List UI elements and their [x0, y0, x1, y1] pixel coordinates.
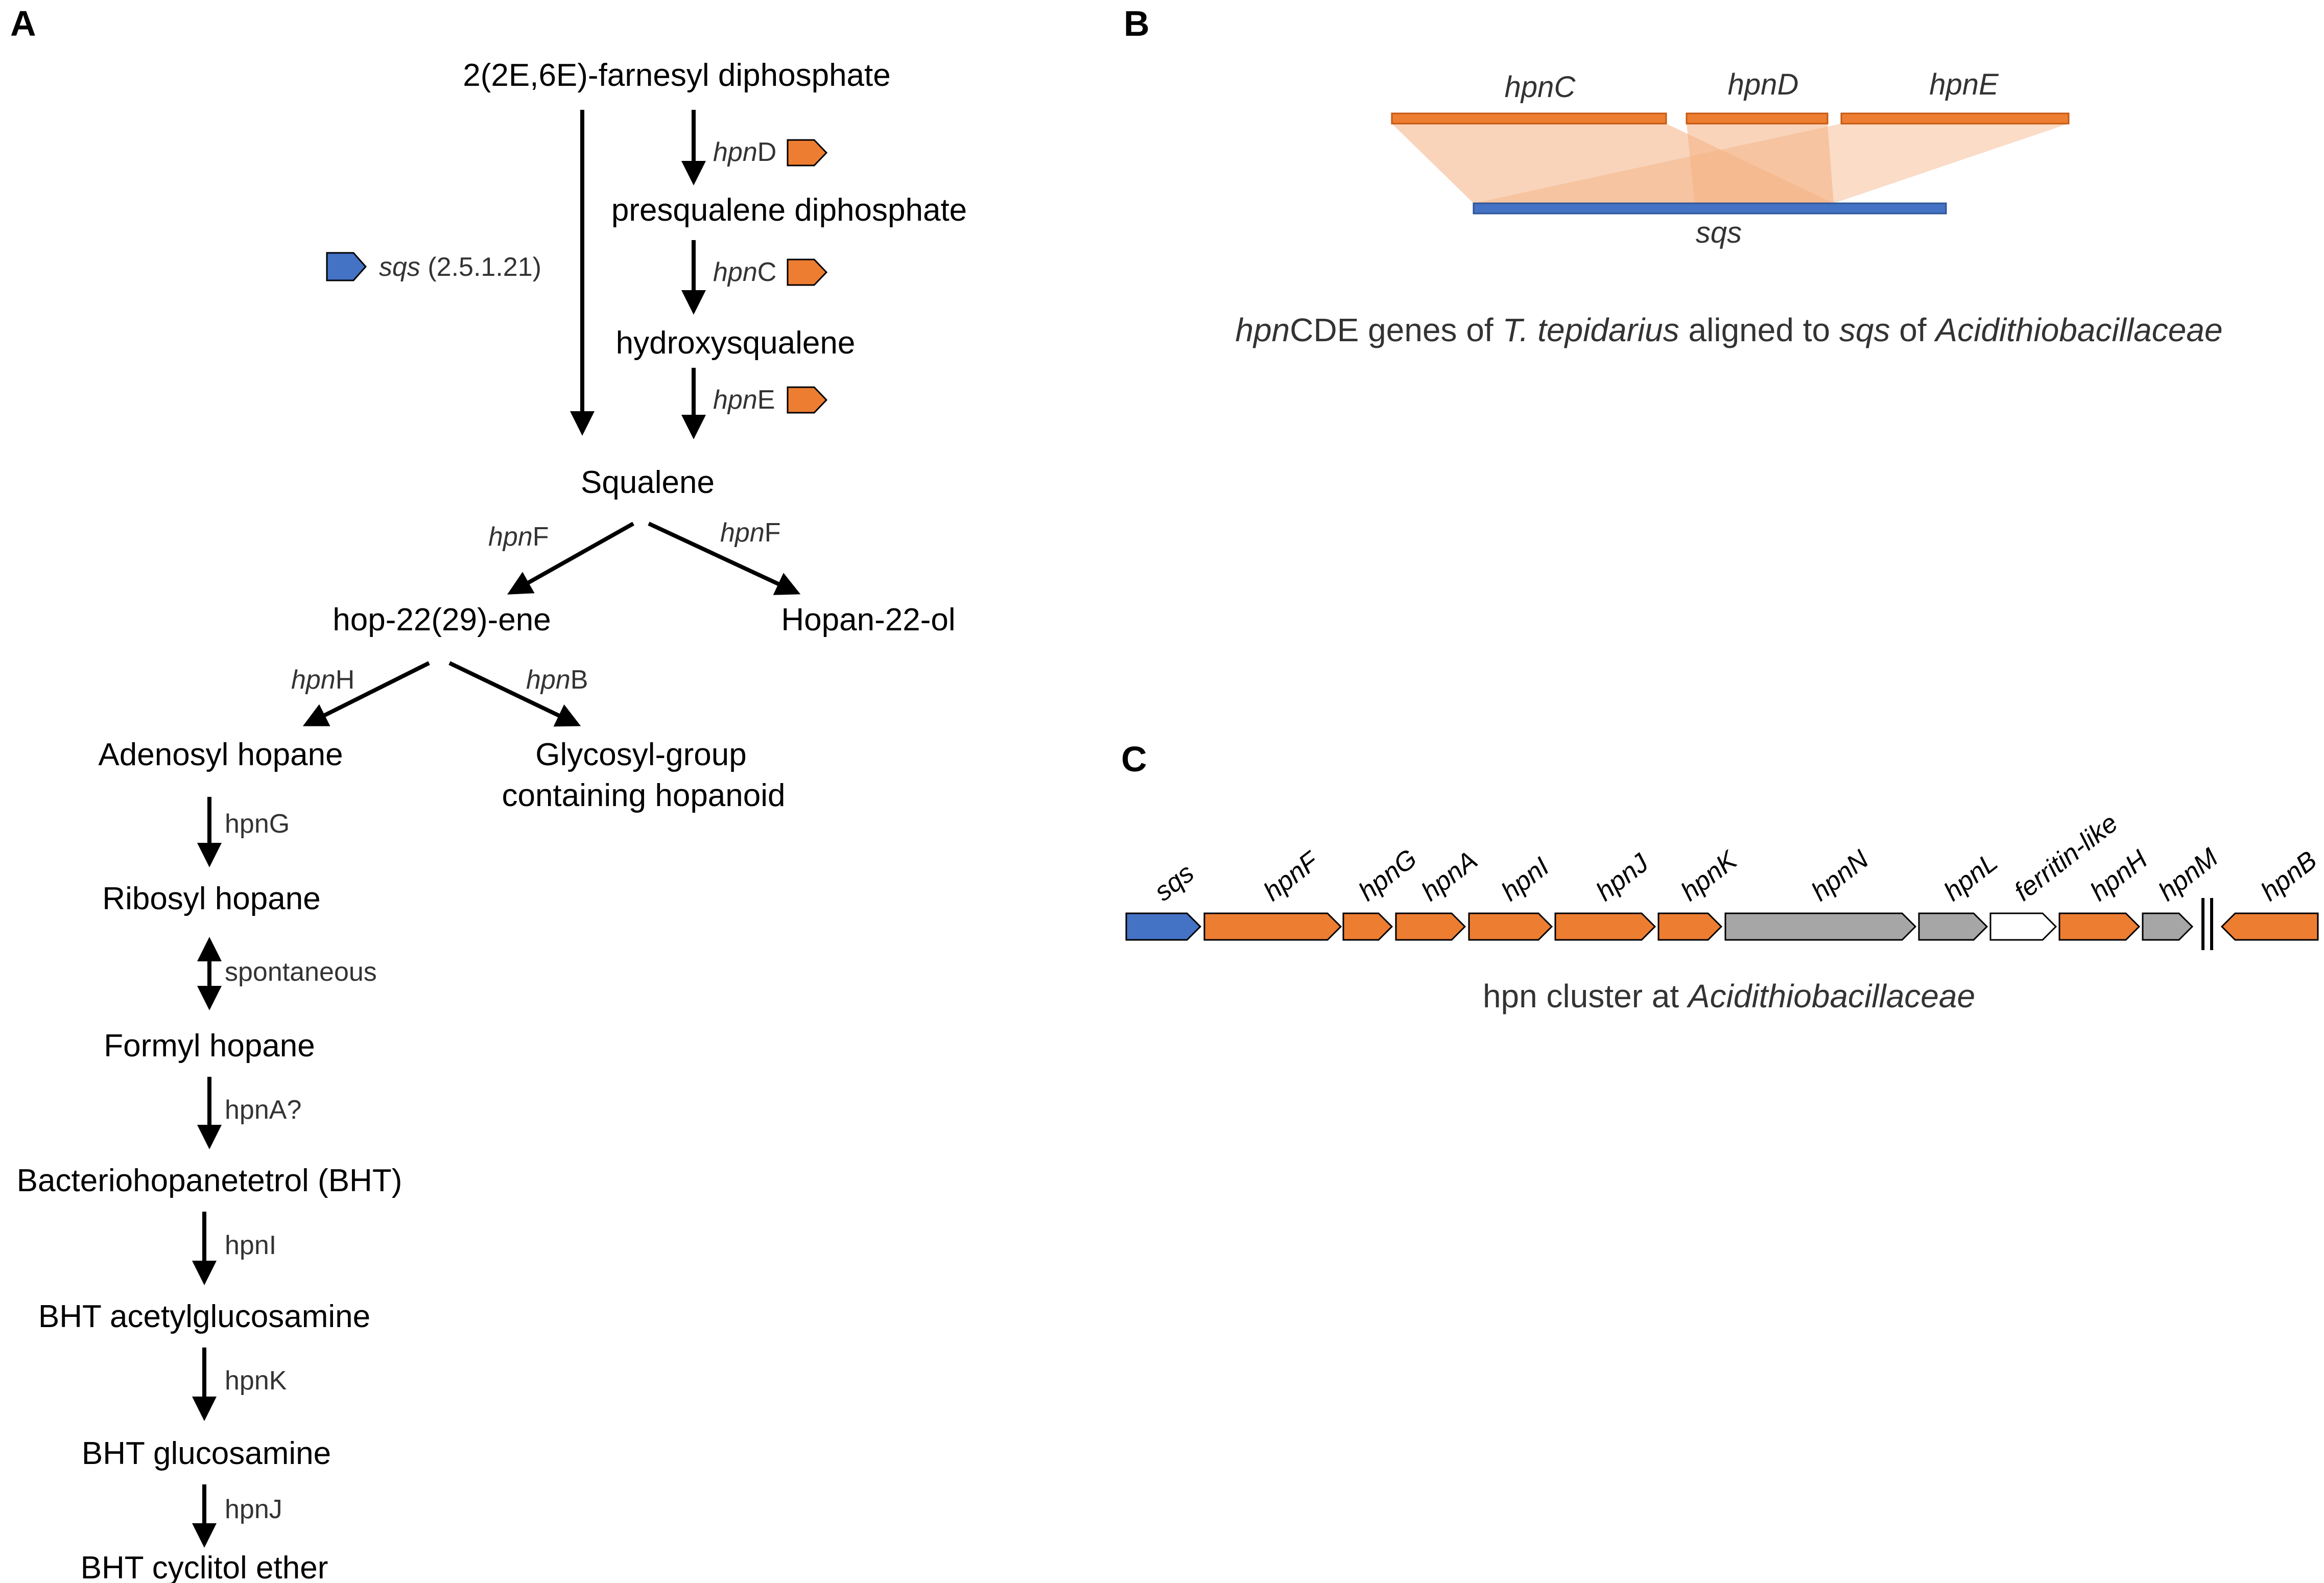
arrow-hopene-to-adenosyl [302, 661, 430, 726]
enzyme-hpnJ-label: hpnJ [225, 1495, 282, 1524]
panel-b-caption: hpnCDE genes of T. tepidarius aligned to… [1235, 312, 2222, 348]
gene-label-hpnF: hpnF [1258, 845, 1325, 907]
gene-arrow-hpnH [2058, 912, 2141, 941]
node-glycosyl-line1: Glycosyl-group [535, 737, 746, 772]
gene-label-hpnA: hpnA [1416, 845, 1483, 907]
gene-arrow-hpnM [2142, 912, 2194, 941]
node-bht-acetylglucosamine: BHT acetylglucosamine [38, 1299, 370, 1334]
gene-bar-hpnE [1840, 112, 2070, 125]
hpnD-gene-icon [787, 139, 828, 167]
gene-label-hpnL: hpnL [1938, 847, 2003, 907]
gene-arrow-hpnJ [1554, 912, 1656, 941]
enzyme-hpnF-right-label: hpnF [720, 518, 781, 548]
node-presqualene-diphosphate: presqualene diphosphate [611, 193, 967, 228]
node-bacteriohopanetetrol: Bacteriohopanetetrol (BHT) [17, 1163, 402, 1198]
gene-arrow-hpnN [1724, 912, 1917, 941]
arrow-squalene-to-hopene [507, 522, 634, 595]
node-farnesyl-diphosphate: 2(2E,6E)-farnesyl diphosphate [463, 58, 890, 93]
panel-a-label: A [10, 4, 36, 43]
sqs-gene-icon [326, 252, 367, 281]
panel-c-label: C [1121, 739, 1147, 779]
gene-arrow-hpnL [1918, 912, 1988, 941]
gene-arrow-hpnA [1395, 912, 1466, 941]
enzyme-spontaneous-label: spontaneous [225, 957, 377, 987]
arrow-squalene-to-hopanol [648, 522, 801, 595]
node-ribosyl-hopane: Ribosyl hopane [102, 881, 320, 916]
node-hopan-22-ol: Hopan-22-ol [781, 602, 955, 637]
gene-arrow-hpnK [1657, 912, 1723, 941]
node-glycosyl-line2: containing hopanoid [502, 778, 785, 813]
hpnC-gene-icon [787, 258, 828, 286]
enzyme-hpnH-label: hpnH [291, 665, 354, 695]
gene-bar-hpnD [1686, 112, 1829, 125]
gene-arrow-sqs [1125, 912, 1202, 941]
gene-arrow-ferritin-like [1989, 912, 2057, 941]
node-squalene: Squalene [581, 465, 715, 500]
enzyme-hpnD-label: hpnD [713, 137, 776, 167]
enzyme-hpnA-label: hpnA? [225, 1095, 301, 1125]
gene-label-hpnM: hpnM [2153, 842, 2224, 907]
enzyme-hpnE-label: hpnE [713, 385, 775, 415]
enzyme-hpnG-label: hpnG [225, 809, 290, 839]
node-bht-glucosamine: BHT glucosamine [82, 1436, 331, 1471]
gene-label-hpnE: hpnE [1929, 68, 1999, 101]
gene-label-hpnC: hpnC [1505, 70, 1576, 104]
panel-a: A 2(2E,6E)-farnesyl diphosphate presqual… [10, 4, 967, 1583]
node-hydroxysqualene: hydroxysqualene [616, 325, 856, 361]
node-hop-22-29-ene: hop-22(29)-ene [333, 602, 551, 637]
enzyme-hpnC-label: hpnC [713, 257, 776, 287]
panel-b: B hpnC hpnD hpnE sqs hpnCDE genes of T. … [1124, 4, 2223, 348]
gene-label-hpnG: hpnG [1353, 843, 1422, 907]
gene-label-hpnB: hpnB [2256, 845, 2322, 907]
enzyme-hpnK-label: hpnK [225, 1366, 287, 1396]
gene-label-hpnJ: hpnJ [1591, 848, 1654, 907]
node-bht-cyclitol-ether: BHT cyclitol ether [81, 1550, 328, 1583]
alignment-hpnE-sqs [1474, 124, 2069, 203]
hpnE-gene-icon [787, 386, 828, 414]
gene-label-hpnD: hpnD [1728, 68, 1799, 101]
enzyme-hpnI-label: hpnI [225, 1231, 276, 1260]
gene-label-sqs: sqs [1696, 216, 1742, 249]
panel-c-caption: hpn cluster at Acidithiobacillaceae [1483, 978, 1975, 1014]
node-adenosyl-hopane: Adenosyl hopane [98, 737, 343, 772]
gene-label-hpnI: hpnI [1496, 852, 1555, 907]
enzyme-hpnB-label: hpnB [526, 665, 588, 695]
panel-b-label: B [1124, 4, 1150, 43]
gene-arrow-hpnB [2220, 912, 2319, 941]
gene-label-hpnN: hpnN [1806, 844, 1875, 907]
gene-bar-sqs [1473, 202, 1947, 215]
gene-arrow-hpnG [1342, 912, 1393, 941]
gene-label-hpnK: hpnK [1675, 845, 1743, 907]
gene-label-hpnH: hpnH [2085, 844, 2153, 907]
node-formyl-hopane: Formyl hopane [104, 1028, 315, 1064]
gene-arrow-hpnF [1203, 912, 1342, 941]
gene-label-sqs: sqs [1149, 858, 1199, 907]
gene-arrow-hpnI [1468, 912, 1553, 941]
enzyme-hpnF-left-label: hpnF [488, 522, 549, 552]
arrow-hopene-to-glycosyl [448, 661, 581, 727]
alignment-hpnD-sqs [1687, 124, 1834, 203]
enzyme-sqs-label: sqs (2.5.1.21) [379, 252, 541, 282]
gene-bar-hpnC [1391, 112, 1667, 125]
